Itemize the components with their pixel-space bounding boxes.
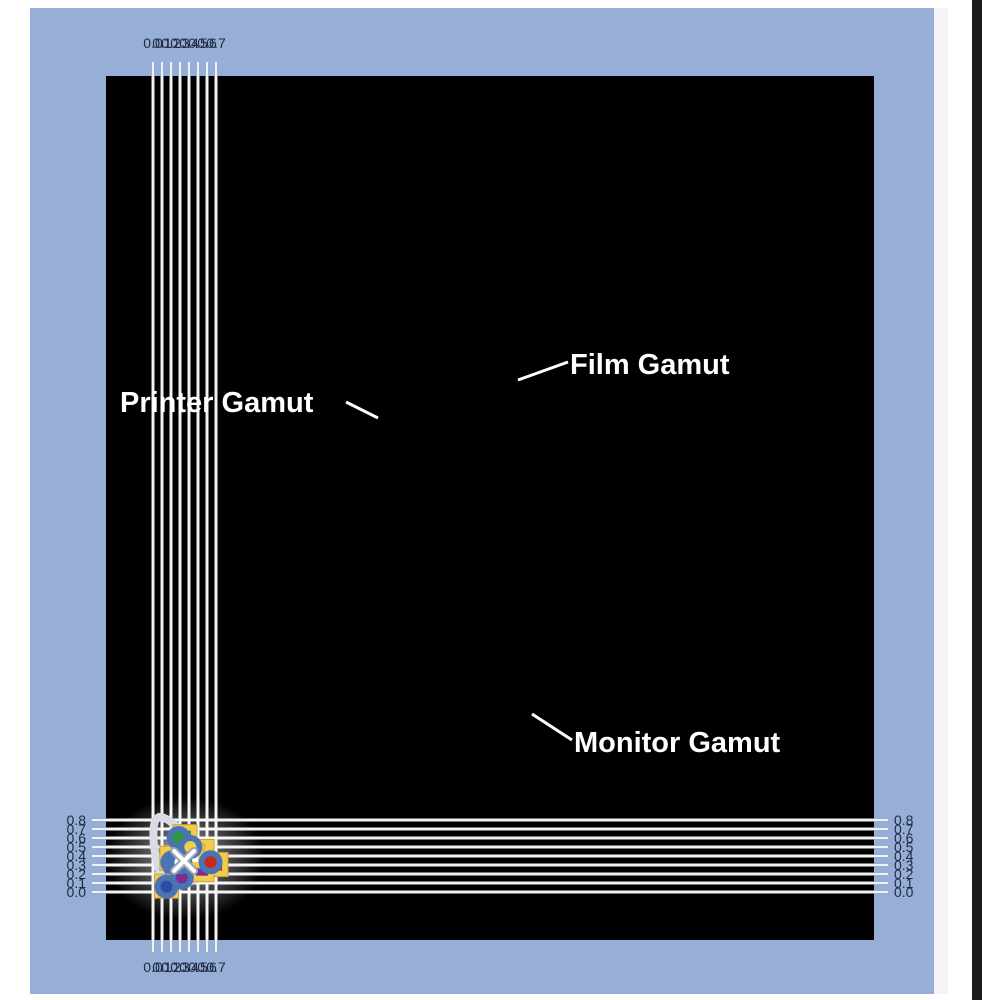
tick-labels: 0.00.00.10.10.20.20.30.30.40.40.50.50.60…: [67, 35, 914, 975]
monitor-gamut-marker-core: [204, 856, 217, 869]
y-tick-label-left: 0.2: [67, 866, 87, 882]
monitor-gamut-marker-core: [160, 880, 173, 893]
x-tick-label-top: 0.5: [188, 35, 208, 51]
x-tick-label-bottom: 0.7: [206, 959, 226, 975]
monitor-gamut-leader: [531, 712, 573, 742]
x-tick-label-bottom: 0.2: [161, 959, 181, 975]
y-tick-label-right: 0.8: [894, 812, 914, 828]
x-tick-label-top: 0.6: [197, 35, 217, 51]
monitor-gamut-marker-core: [175, 871, 188, 884]
y-tick-label-right: 0.4: [894, 848, 914, 864]
y-tick-label-left: 0.7: [67, 821, 87, 837]
plot-background: [106, 76, 874, 940]
y-tick-label-right: 0.0: [894, 884, 914, 900]
x-tick-label-bottom: 0.3: [170, 959, 190, 975]
y-tick-label-right: 0.3: [894, 857, 914, 873]
monitor-gamut-label: Monitor Gamut: [574, 727, 781, 759]
x-tick-label-top: 0.0: [143, 35, 163, 51]
y-tick-label-left: 0.6: [67, 830, 87, 846]
y-tick-label-right: 0.6: [894, 830, 914, 846]
x-tick-label-top: 0.3: [170, 35, 190, 51]
x-tick-label-top: 0.7: [206, 35, 226, 51]
white-point: [170, 846, 199, 875]
label-leaders: [345, 360, 573, 742]
y-tick-label-right: 0.5: [894, 839, 914, 855]
x-tick-label-bottom: 0.4: [179, 959, 199, 975]
right-edge: [972, 0, 982, 1000]
y-tick-label-right: 0.7: [894, 821, 914, 837]
x-tick-label-top: 0.4: [179, 35, 199, 51]
printer-gamut-leader: [345, 400, 379, 420]
white-point-cross-b: [172, 848, 197, 873]
x-tick-label-top: 0.2: [161, 35, 181, 51]
film-gamut-leader: [517, 360, 569, 382]
x-tick-label-top: 0.1: [152, 35, 172, 51]
y-tick-label-left: 0.8: [67, 812, 87, 828]
y-tick-label-left: 0.4: [67, 848, 87, 864]
x-tick-label-bottom: 0.6: [197, 959, 217, 975]
x-tick-label-bottom: 0.1: [152, 959, 172, 975]
y-tick-label-left: 0.0: [67, 884, 87, 900]
printer-gamut-label: Printer Gamut: [120, 387, 314, 419]
y-tick-label-left: 0.5: [67, 839, 87, 855]
y-tick-label-right: 0.1: [894, 875, 914, 891]
film-gamut-label: Film Gamut: [570, 349, 730, 381]
y-tick-label-left: 0.1: [67, 875, 87, 891]
y-tick-label-left: 0.3: [67, 857, 87, 873]
x-tick-label-bottom: 0.5: [188, 959, 208, 975]
y-tick-label-right: 0.2: [894, 866, 914, 882]
x-tick-label-bottom: 0.0: [143, 959, 163, 975]
